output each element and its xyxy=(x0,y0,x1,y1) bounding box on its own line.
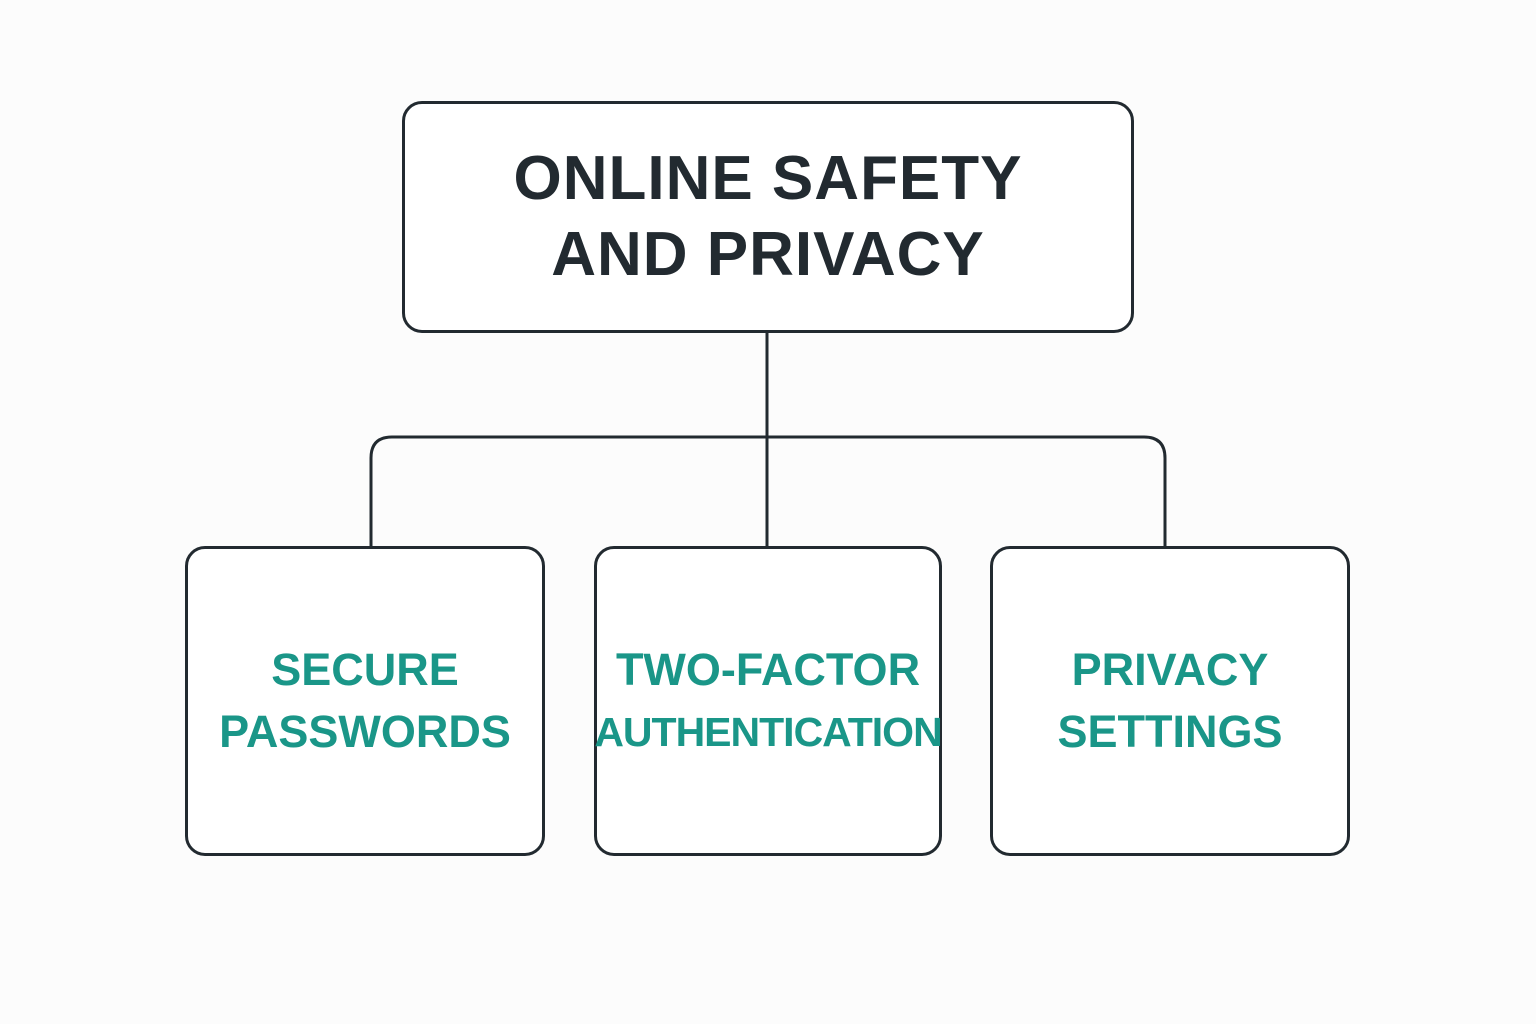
child-1-label-line-2: PASSWORDS xyxy=(219,706,511,757)
connector-branch-bar xyxy=(369,435,1167,546)
child-node-two-factor-authentication: TWO-FACTOR AUTHENTICATION xyxy=(594,546,943,856)
root-node: ONLINE SAFETY AND PRIVACY xyxy=(402,101,1134,333)
child-node-secure-passwords: SECURE PASSWORDS xyxy=(185,546,545,856)
root-title-line-2: AND PRIVACY xyxy=(551,220,985,289)
child-2-label-line-1: TWO-FACTOR xyxy=(615,644,921,695)
child-3-label-line-2: SETTINGS xyxy=(1057,706,1283,757)
child-node-privacy-settings: PRIVACY SETTINGS xyxy=(990,546,1350,856)
child-3-label-line-1: PRIVACY xyxy=(1071,644,1269,695)
child-2-label-line-2: AUTHENTICATION xyxy=(594,709,942,755)
child-1-label-line-1: SECURE xyxy=(271,644,459,695)
root-title-line-1: ONLINE SAFETY xyxy=(513,144,1023,213)
